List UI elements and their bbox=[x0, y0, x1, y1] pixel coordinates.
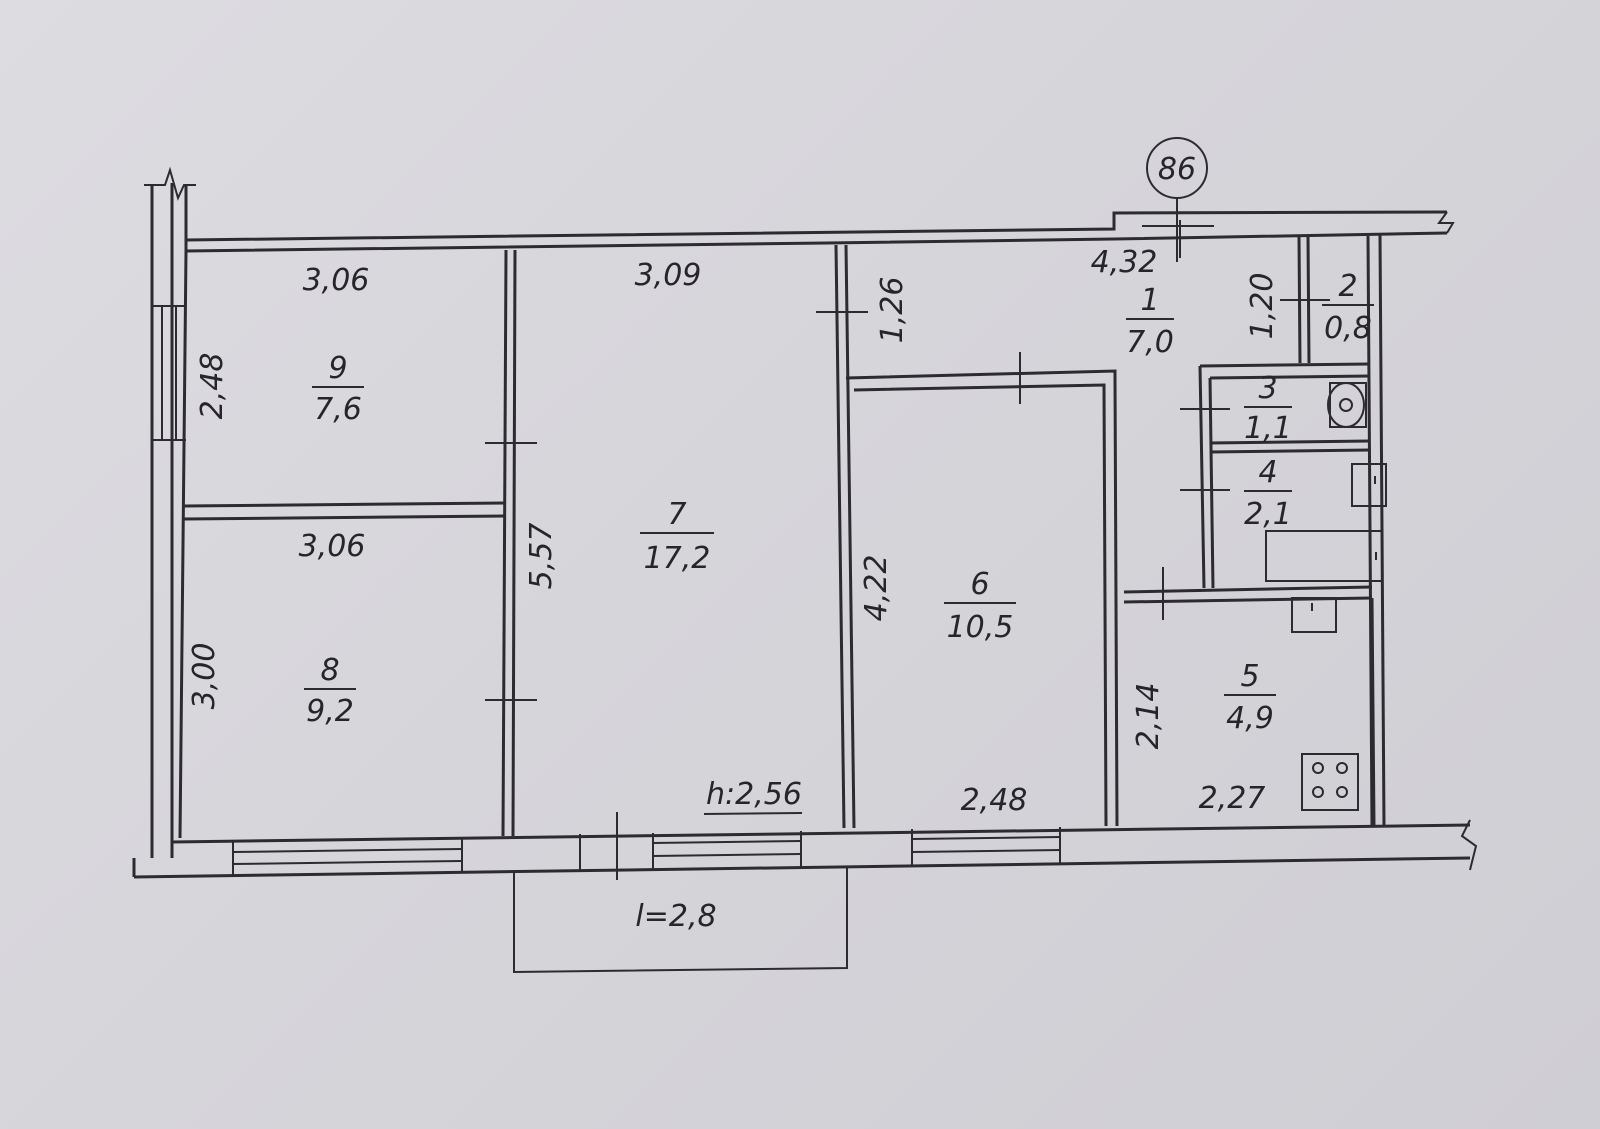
dim-kitchen-depth: 2,14 bbox=[1131, 683, 1166, 750]
room-9-label: 9 7,6 bbox=[312, 351, 364, 427]
wall-7-6-b bbox=[844, 244, 856, 829]
room-6-label: 6 10,5 bbox=[944, 567, 1016, 645]
bottom-wall-outer bbox=[133, 856, 1471, 879]
dim-room8-width: 3,06 bbox=[299, 529, 366, 564]
room-area: 0,8 bbox=[1324, 311, 1372, 346]
door-marks bbox=[485, 220, 1330, 701]
ceiling-height-label: h:2,56 bbox=[706, 777, 802, 812]
room6-top-right-wall bbox=[845, 369, 1119, 827]
dim-hall-width: 4,32 bbox=[1091, 245, 1158, 280]
wall-9-8-a bbox=[183, 501, 507, 508]
dim-room7-width: 3,09 bbox=[635, 258, 702, 293]
room-area: 17,2 bbox=[644, 541, 711, 576]
balcony-door bbox=[579, 812, 802, 880]
kitchen-sink-fixture bbox=[1291, 597, 1337, 633]
top-wall-outer bbox=[185, 210, 1448, 242]
left-wall-inner bbox=[178, 250, 188, 839]
room-number: 5 bbox=[1240, 659, 1259, 694]
room-number: 4 bbox=[1258, 455, 1277, 490]
room-1-label: 1 7,0 bbox=[1126, 283, 1174, 360]
wall-3-4-a bbox=[1209, 439, 1371, 445]
bath-top-wall-a bbox=[1199, 362, 1371, 368]
room-number: 7 bbox=[667, 497, 686, 532]
top-right-break-mark bbox=[1437, 211, 1455, 234]
room-number: 8 bbox=[320, 653, 339, 688]
balcony-length-label: l=2,8 bbox=[635, 899, 716, 934]
room-number: 9 bbox=[328, 351, 347, 386]
sink-fixture-bathroom bbox=[1351, 463, 1387, 507]
bath-top-wall-b bbox=[1209, 374, 1371, 380]
ceiling-height-underline bbox=[703, 812, 803, 815]
bath-left-wall-a bbox=[1198, 365, 1206, 589]
bottom-window-left bbox=[232, 839, 463, 875]
room-number: 6 bbox=[970, 567, 989, 602]
dim-room6-width: 2,48 bbox=[961, 783, 1028, 818]
dim-kitchen-width: 2,27 bbox=[1199, 781, 1266, 816]
building-number-label: 86 bbox=[1158, 152, 1196, 187]
room-5-label: 5 4,9 bbox=[1224, 659, 1276, 736]
bottom-right-break-mark bbox=[1460, 819, 1478, 871]
dim-hall-depth: 1,26 bbox=[875, 277, 910, 344]
kitchen-top-wall-a bbox=[1123, 585, 1373, 594]
room-area: 4,9 bbox=[1226, 701, 1274, 736]
bottom-wall-inner bbox=[171, 823, 1471, 844]
bath-left-wall-b bbox=[1208, 377, 1215, 589]
room-8-label: 8 9,2 bbox=[304, 653, 356, 729]
kitchen-right-wall bbox=[1370, 597, 1376, 827]
room-area: 10,5 bbox=[947, 610, 1014, 645]
wall-8-7-a bbox=[501, 249, 508, 837]
room-area: 1,1 bbox=[1244, 411, 1292, 446]
room-3-label: 3 1,1 bbox=[1244, 371, 1292, 446]
dim-wc-depth: 1,20 bbox=[1245, 273, 1280, 340]
dim-room7-depth: 5,57 bbox=[524, 523, 559, 590]
dim-room9-width: 3,06 bbox=[303, 263, 370, 298]
top-left-break-mark bbox=[144, 166, 196, 201]
left-window bbox=[152, 305, 186, 441]
wall-9-8-b bbox=[183, 514, 507, 521]
balcony-outline bbox=[513, 866, 848, 974]
room-number: 2 bbox=[1338, 269, 1357, 304]
wall-8-7-b bbox=[511, 249, 517, 837]
room-area: 7,6 bbox=[314, 392, 362, 427]
bathtub-fixture bbox=[1265, 530, 1383, 582]
building-number-marker: 86 bbox=[1142, 137, 1214, 262]
wall-7-6-a bbox=[834, 244, 846, 829]
room-number: 1 bbox=[1140, 283, 1159, 318]
room-2-label: 2 0,8 bbox=[1322, 269, 1374, 346]
room-7-label: 7 17,2 bbox=[640, 497, 714, 576]
room-number: 3 bbox=[1258, 371, 1277, 406]
room6-inner-wall bbox=[853, 383, 1108, 827]
room-4-label: 4 2,1 bbox=[1244, 455, 1292, 532]
wall-3-4-b bbox=[1209, 448, 1371, 454]
room-area: 9,2 bbox=[306, 694, 354, 729]
dim-room8-depth: 3,00 bbox=[187, 643, 222, 710]
bottom-window-right bbox=[911, 827, 1061, 865]
dim-room9-depth: 2,48 bbox=[195, 353, 230, 420]
top-wall-inner bbox=[185, 231, 1448, 253]
stove-fixture bbox=[1301, 753, 1359, 811]
room-area: 7,0 bbox=[1126, 325, 1174, 360]
dim-room6-depth: 4,22 bbox=[859, 555, 894, 622]
room-area: 2,1 bbox=[1244, 497, 1292, 532]
toilet-fixture bbox=[1327, 382, 1367, 428]
